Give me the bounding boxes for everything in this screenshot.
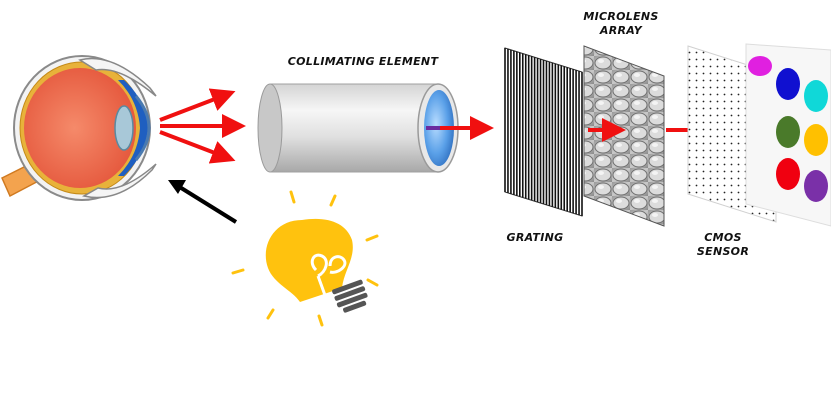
label-cmos-line2: SENSOR — [696, 245, 750, 258]
illumination-arrow — [168, 180, 238, 224]
label-microlens-line2: ARRAY — [599, 24, 643, 37]
collimating-element — [257, 83, 459, 173]
light-bulb-icon — [231, 190, 379, 327]
label-collimating-element: COLLIMATING ELEMENT — [287, 55, 439, 68]
color-dot — [748, 56, 772, 76]
grating-plate — [504, 47, 583, 217]
color-dot — [804, 80, 828, 112]
color-dot — [776, 68, 800, 100]
arrow-upper — [159, 88, 236, 122]
color-dot — [776, 116, 800, 148]
eye-output-arrows — [159, 88, 246, 164]
label-cmos-line1: CMOS — [704, 231, 742, 244]
label-microlens-line1: MICROLENS — [583, 10, 659, 23]
arrow-lower — [159, 130, 236, 164]
label-grating: GRATING — [506, 231, 564, 244]
color-dot — [804, 170, 828, 202]
color-dot — [776, 158, 800, 190]
label-cmos-sensor: CMOS SENSOR — [688, 231, 758, 259]
label-microlens-array: MICROLENS ARRAY — [566, 10, 676, 38]
microlens-array-plate — [583, 45, 665, 227]
eye-cross-section-icon — [1, 55, 157, 201]
color-output-panel — [745, 43, 831, 227]
color-dot — [804, 124, 828, 156]
